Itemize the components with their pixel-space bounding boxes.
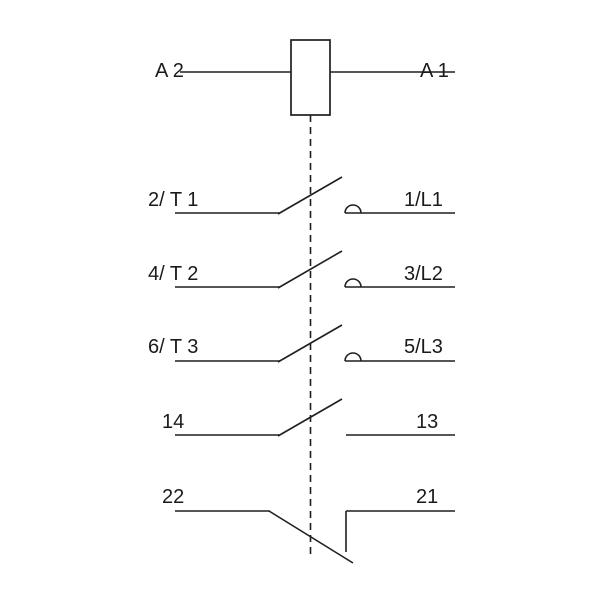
contact5-mover-line: [268, 510, 354, 564]
contact2-right-label: 3/L2: [404, 263, 443, 285]
contact3-arc-icon: [344, 352, 362, 362]
coil-terminal-a2-label: A 2: [155, 60, 184, 82]
contact-row-2: 4/ T 2 3/L2: [148, 250, 455, 289]
contact1-arc-icon: [344, 204, 362, 214]
contact2-arc-icon: [344, 278, 362, 288]
contact4-left-label: 14: [162, 411, 184, 433]
contact1-left-label: 2/ T 1: [148, 189, 198, 211]
contact-row-1: 2/ T 1 1/L1: [148, 176, 455, 215]
contact3-right-label: 5/L3: [404, 336, 443, 358]
contact3-mover-line: [277, 324, 343, 363]
coil-symbol: [290, 39, 331, 116]
contact4-mover-line: [277, 398, 343, 437]
contact2-left-label: 4/ T 2: [148, 263, 198, 285]
contact-row-5: 22 21: [162, 486, 455, 564]
contact3-left-label: 6/ T 3: [148, 336, 198, 358]
contact4-right-label: 13: [416, 411, 438, 433]
coil-terminal-a1-label: A 1: [420, 60, 449, 82]
contact1-right-label: 1/L1: [404, 189, 443, 211]
contact2-mover-line: [277, 250, 343, 289]
coil-section: A 2 A 1: [155, 39, 455, 116]
contact-row-3: 6/ T 3 5/L3: [148, 324, 455, 363]
contact5-left-label: 22: [162, 486, 184, 508]
contact5-right-label: 21: [416, 486, 438, 508]
contact1-mover-line: [277, 176, 343, 215]
contact-row-4: 14 13: [162, 398, 455, 437]
